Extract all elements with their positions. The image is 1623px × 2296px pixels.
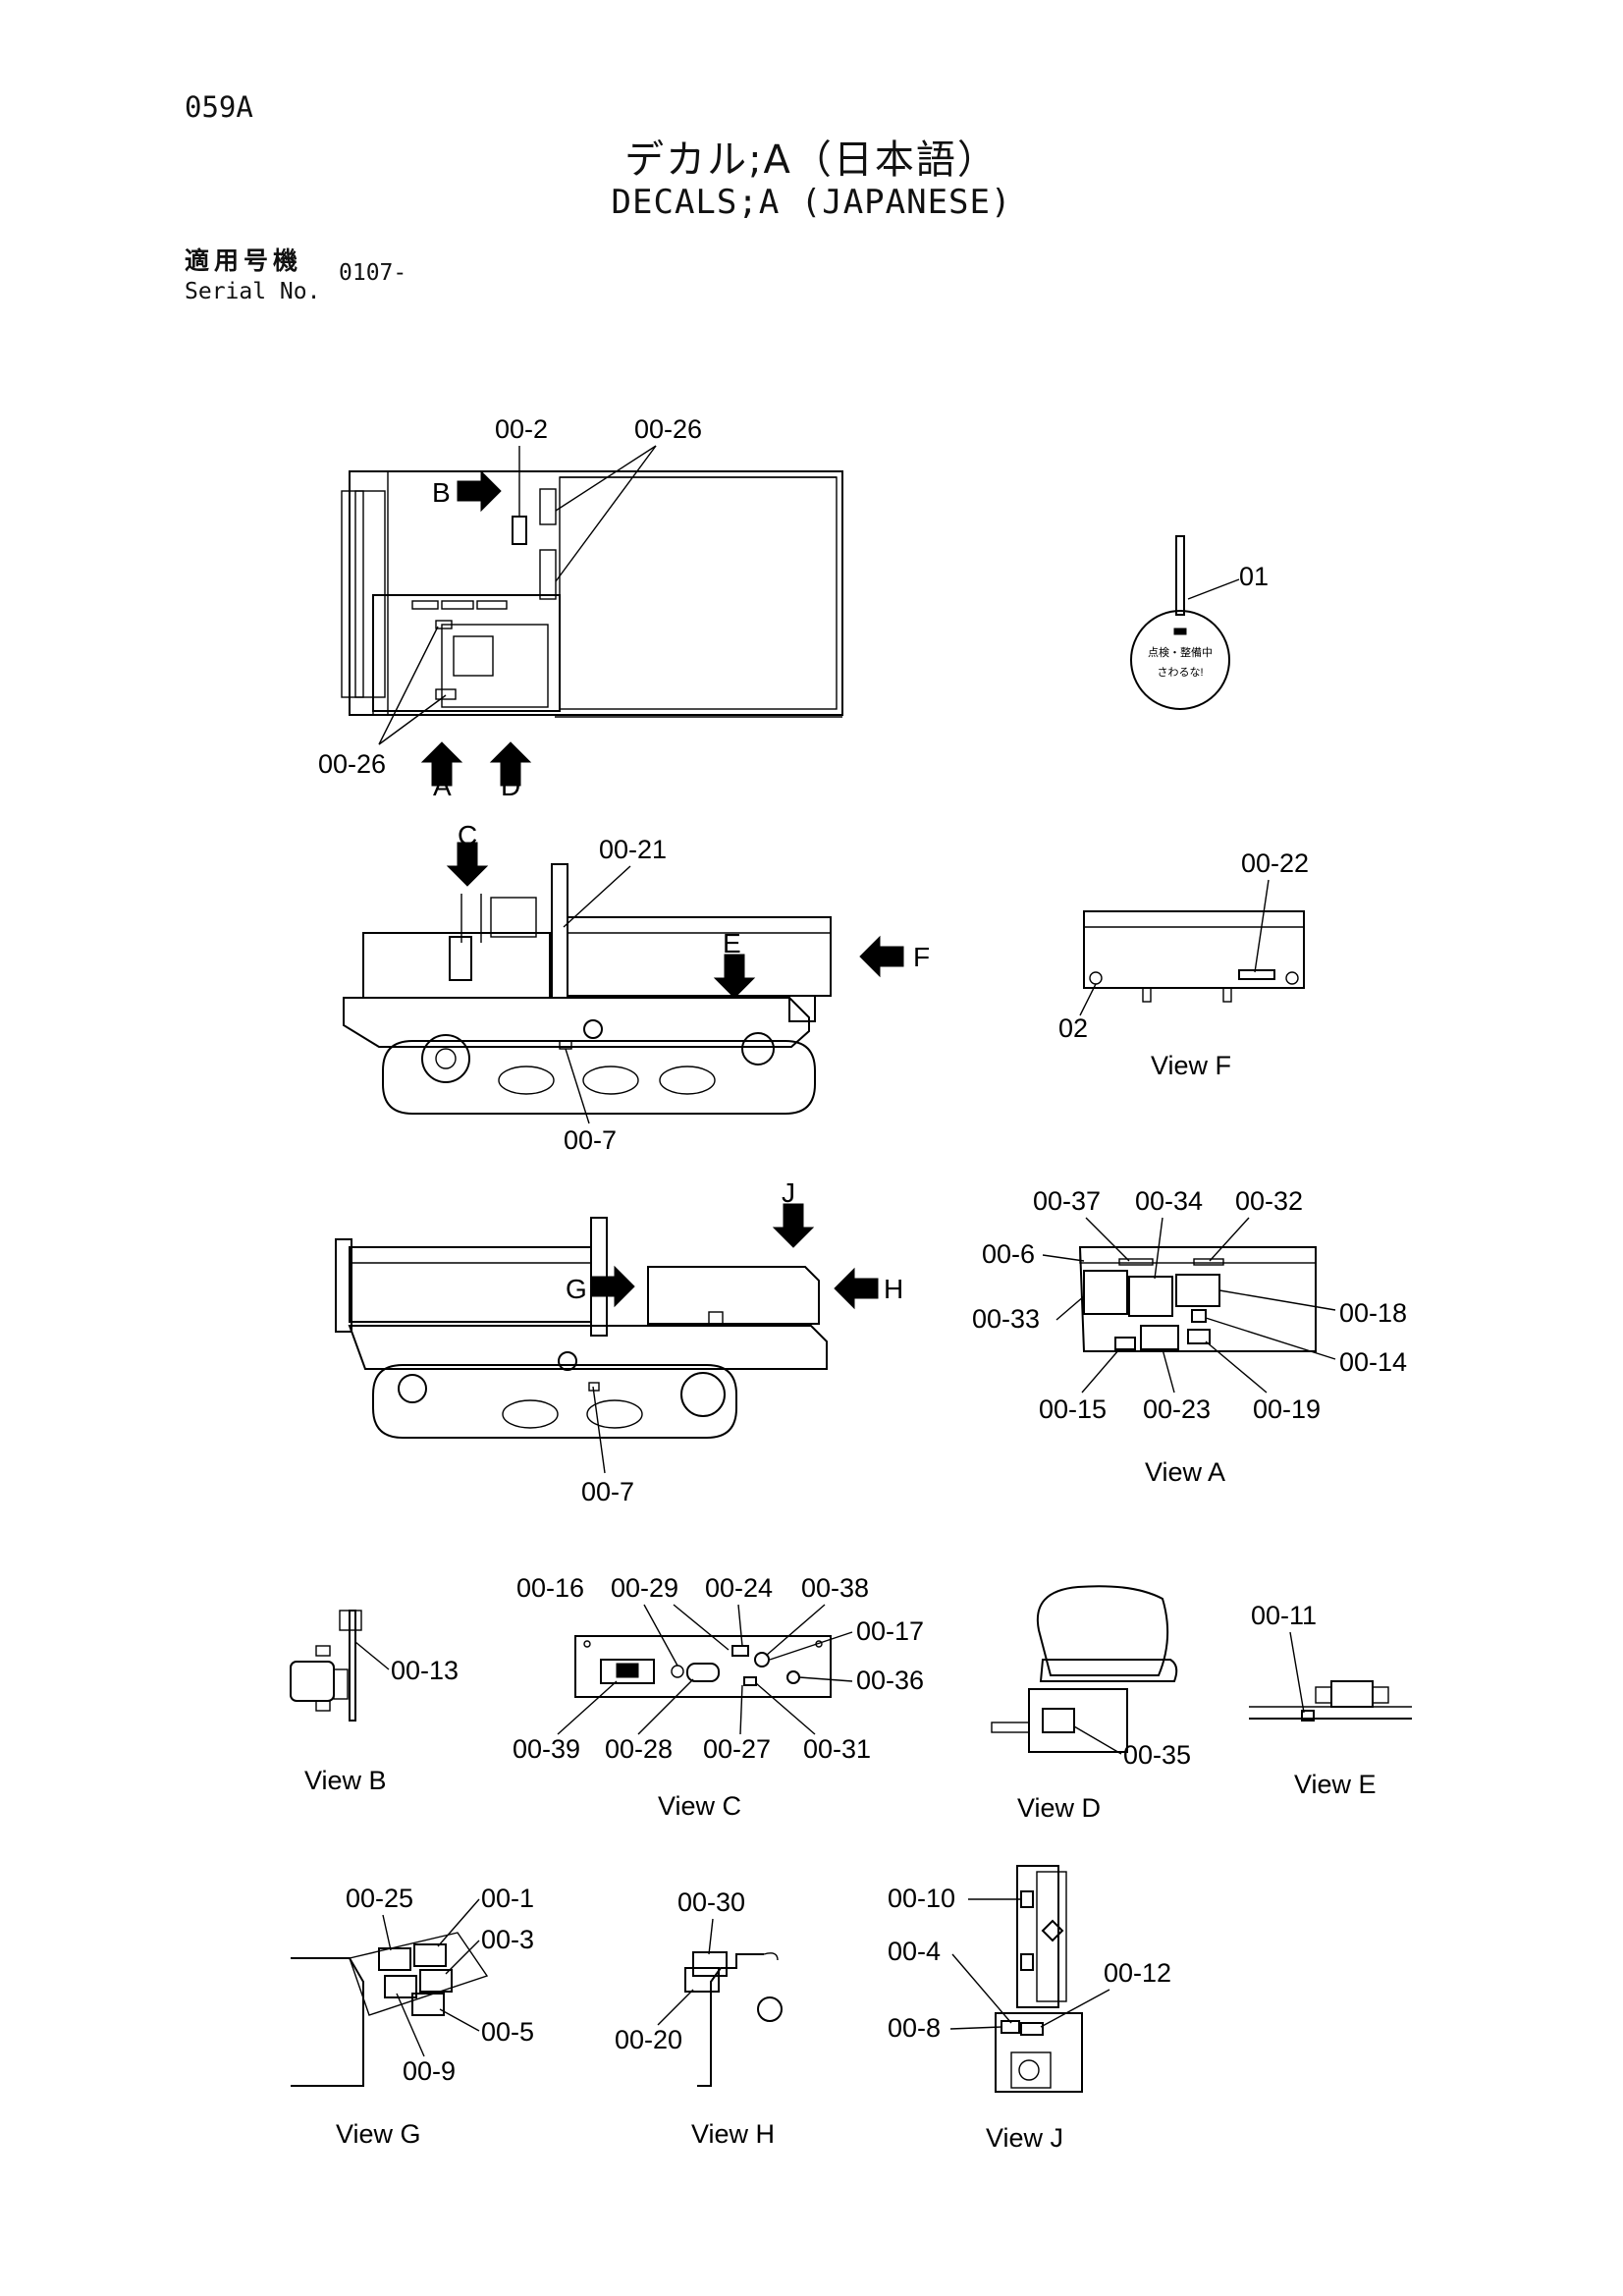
view-h-label: View H: [691, 2119, 775, 2149]
decal-tag-icon: 点検・整備中 さわるな!: [1130, 535, 1230, 710]
direction-arrow-icon: [457, 470, 502, 512]
callout-00-21: 00-21: [599, 835, 667, 864]
callout-00-9: 00-9: [403, 2056, 456, 2086]
view-c-drawing: [574, 1635, 832, 1698]
callout-00-38: 00-38: [801, 1573, 869, 1603]
arrow-letter-h: H: [884, 1274, 903, 1304]
callout-00-8: 00-8: [888, 2013, 941, 2043]
page-id: 059A: [185, 90, 253, 124]
callout-00-1: 00-1: [481, 1884, 534, 1913]
top-view-drawing: [341, 470, 843, 718]
view-a-label: View A: [1145, 1457, 1225, 1487]
side-view-right-drawing: [335, 1217, 828, 1439]
view-c-label: View C: [658, 1791, 741, 1821]
serial-label-english: Serial No.: [185, 279, 321, 304]
direction-arrow-icon: [859, 936, 904, 977]
callout-00-18: 00-18: [1339, 1298, 1407, 1328]
callout-01: 01: [1239, 562, 1269, 591]
direction-arrow-icon: [773, 1203, 814, 1248]
callout-00-7-right: 00-7: [581, 1477, 634, 1506]
callout-00-5: 00-5: [481, 2017, 534, 2047]
callout-00-11: 00-11: [1251, 1601, 1317, 1630]
view-d-label: View D: [1017, 1793, 1101, 1823]
view-f-drawing: [1083, 910, 1305, 1003]
view-h-drawing: [684, 1951, 783, 2087]
callout-00-32: 00-32: [1235, 1186, 1303, 1216]
callout-00-2: 00-2: [495, 414, 548, 444]
callout-00-23: 00-23: [1143, 1394, 1211, 1424]
callout-00-24: 00-24: [705, 1573, 773, 1603]
callout-00-22: 00-22: [1241, 848, 1309, 878]
callout-00-31: 00-31: [803, 1734, 871, 1764]
callout-00-20: 00-20: [615, 2025, 682, 2054]
callout-00-39: 00-39: [513, 1734, 580, 1764]
arrow-letter-j: J: [782, 1177, 795, 1208]
callout-02: 02: [1058, 1013, 1088, 1043]
callout-00-29: 00-29: [611, 1573, 678, 1603]
callout-00-37: 00-37: [1033, 1186, 1101, 1216]
callout-00-25: 00-25: [346, 1884, 413, 1913]
view-j-drawing: [995, 1865, 1083, 2093]
direction-arrow-icon: [714, 954, 755, 999]
arrow-letter-e: E: [723, 928, 741, 958]
callout-00-15: 00-15: [1039, 1394, 1107, 1424]
callout-00-35: 00-35: [1123, 1740, 1191, 1770]
view-j-label: View J: [986, 2123, 1063, 2153]
svg-text:点検・整備中: 点検・整備中: [1148, 645, 1213, 659]
callout-00-33: 00-33: [972, 1304, 1040, 1334]
view-a-drawing: [1078, 1246, 1317, 1352]
view-b-label: View B: [304, 1766, 387, 1795]
serial-number-value: 0107-: [339, 260, 407, 286]
callout-00-36: 00-36: [856, 1666, 924, 1695]
direction-arrow-icon: [590, 1266, 635, 1307]
callout-00-34: 00-34: [1135, 1186, 1203, 1216]
arrow-letter-c: C: [458, 820, 477, 850]
callout-00-12: 00-12: [1104, 1958, 1171, 1988]
serial-label-japanese: 適用号機: [185, 246, 303, 275]
view-e-label: View E: [1294, 1770, 1377, 1799]
arrow-letter-d: D: [501, 771, 520, 801]
callout-00-7-left: 00-7: [564, 1125, 617, 1155]
arrow-letter-b: B: [432, 477, 451, 508]
callout-00-10: 00-10: [888, 1884, 955, 1913]
page-title-japanese: デカル;A（日本語）: [624, 137, 999, 183]
callout-00-27: 00-27: [703, 1734, 771, 1764]
arrow-letter-f: F: [913, 942, 930, 972]
callout-00-14: 00-14: [1339, 1347, 1407, 1377]
callout-00-3: 00-3: [481, 1925, 534, 1954]
view-b-drawing: [290, 1610, 362, 1722]
arrow-letter-g: G: [566, 1274, 587, 1304]
callout-00-28: 00-28: [605, 1734, 673, 1764]
view-e-drawing: [1249, 1680, 1412, 1722]
callout-00-30: 00-30: [677, 1887, 745, 1917]
callout-00-16: 00-16: [516, 1573, 584, 1603]
callout-00-6: 00-6: [982, 1239, 1035, 1269]
page-title-english: DECALS;A (JAPANESE): [611, 183, 1012, 222]
callout-00-26-top: 00-26: [634, 414, 702, 444]
view-g-drawing: [291, 1932, 489, 2087]
arrow-letter-a: A: [433, 771, 452, 801]
callout-00-17: 00-17: [856, 1616, 924, 1646]
direction-arrow-icon: [834, 1268, 879, 1309]
view-g-label: View G: [336, 2119, 421, 2149]
side-view-left-drawing: [343, 863, 832, 1115]
callout-00-13: 00-13: [391, 1656, 459, 1685]
svg-text:さわるな!: さわるな!: [1157, 666, 1203, 679]
callout-00-4: 00-4: [888, 1937, 941, 1966]
callout-00-26-bottom: 00-26: [318, 749, 386, 779]
view-f-label: View F: [1151, 1051, 1231, 1080]
view-d-drawing: [991, 1585, 1178, 1753]
callout-00-19: 00-19: [1253, 1394, 1321, 1424]
